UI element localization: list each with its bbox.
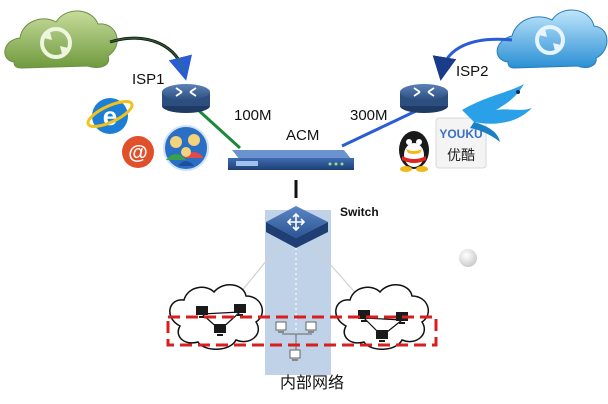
acm-label: ACM xyxy=(286,127,319,144)
youku-logo-text: YOUKU xyxy=(439,127,482,141)
pc-icon xyxy=(376,330,388,342)
ie-icon: e xyxy=(86,98,134,134)
svg-text:@: @ xyxy=(128,142,148,164)
cloud-sync-icon xyxy=(535,25,565,55)
internal-network-label: 内部网络 xyxy=(280,373,344,392)
bird-icon xyxy=(462,84,532,142)
isp2-arrow xyxy=(432,37,513,81)
isp1-arrow-gradient xyxy=(109,37,185,73)
router-icon xyxy=(175,87,197,97)
isp2-cloud xyxy=(496,9,608,69)
youku-icon: YOUKU 优酷 xyxy=(435,117,487,169)
link-right-label: 300M xyxy=(350,107,388,124)
pc-icon xyxy=(234,304,246,316)
isp2-router xyxy=(400,84,448,113)
qq-icon xyxy=(399,131,429,172)
isp1-cloud xyxy=(4,10,118,69)
isp1-arrow xyxy=(109,36,192,81)
link-left xyxy=(194,106,242,150)
messenger-icon xyxy=(163,125,209,171)
center-pcs xyxy=(275,321,317,361)
pc-icon xyxy=(275,321,287,333)
decorative-sphere xyxy=(459,249,477,267)
isp2-label: ISP2 xyxy=(456,63,489,80)
pc-icon xyxy=(305,321,317,333)
youku-logo-cn: 优酷 xyxy=(447,148,475,164)
acm-device xyxy=(228,150,354,170)
cloud-sync-icon xyxy=(40,27,72,59)
link-left-label: 100M xyxy=(234,107,272,124)
core-switch xyxy=(266,206,328,248)
pc-icon xyxy=(289,349,301,361)
pc-icon xyxy=(196,306,208,318)
pc-icon xyxy=(214,324,226,336)
isp1-label: ISP1 xyxy=(132,71,165,88)
pc-icon xyxy=(358,310,370,322)
link-right xyxy=(341,108,419,148)
isp1-router xyxy=(162,84,210,113)
dashed-boundary xyxy=(166,315,438,347)
switch-label: Switch xyxy=(340,205,379,219)
switch-icon xyxy=(286,212,306,232)
router-icon xyxy=(413,87,435,97)
email-icon: @ xyxy=(122,136,154,168)
